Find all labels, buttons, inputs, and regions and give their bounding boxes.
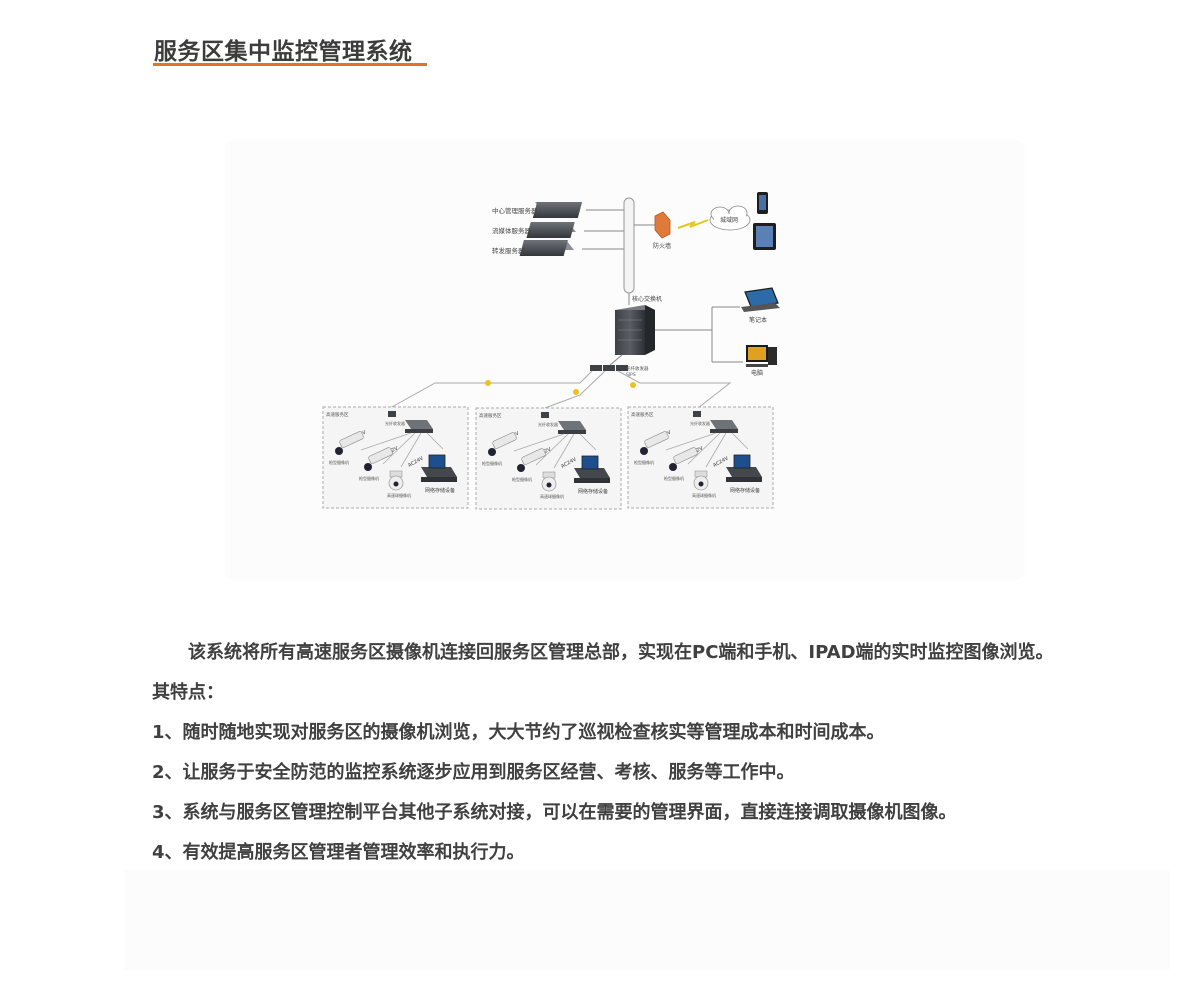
gun-camera-icon: [488, 432, 517, 456]
title-underline: [153, 63, 427, 66]
svg-text:枪型摄像机: 枪型摄像机: [359, 475, 379, 481]
dome-camera-icon: [541, 471, 557, 492]
laptop-label: 笔记本: [749, 316, 767, 324]
gun-camera-icon: [669, 447, 698, 471]
cloud-icon: [709, 205, 751, 231]
dome-camera-icon: [388, 470, 404, 491]
uplink-note: 光纤收发器: [626, 365, 649, 372]
firewall-icon: [654, 211, 671, 239]
link-marker-3: [630, 382, 636, 388]
area-label: 高速服务区: [326, 411, 349, 418]
svg-text:枪型摄像机: 枪型摄像机: [329, 459, 349, 465]
fiber-label: 光纤收发器: [538, 421, 558, 427]
dome-camera-icon: [693, 470, 709, 491]
page-title: 服务区集中监控管理系统: [154, 39, 413, 65]
svg-text:网络存储设备: 网络存储设备: [425, 487, 455, 494]
gun-camera-icon: [640, 431, 669, 455]
svg-text:高速球摄像机: 高速球摄像机: [387, 492, 411, 498]
area-label: 高速服务区: [631, 411, 654, 418]
link-marker-1: [485, 380, 491, 386]
feature-item-1: 1、随时随地实现对服务区的摄像机浏览，大大节约了巡视检查核实等管理成本和时间成本…: [152, 722, 885, 743]
svg-text:枪型摄像机: 枪型摄像机: [634, 459, 654, 465]
nvr-icon: [726, 454, 762, 482]
faint-panel-bottom: [125, 870, 1170, 970]
server-label-3: 转发服务器: [492, 246, 525, 255]
pc-label: 电脑: [751, 369, 763, 377]
nvr-icon: [421, 454, 457, 482]
svg-text:枪型摄像机: 枪型摄像机: [482, 460, 502, 466]
network-diagram: 中心管理服务器 流媒体服务器 转发服务器 防火墙 城域网 核心交换机 笔记本: [322, 192, 780, 510]
area-label: 高速服务区: [479, 412, 502, 419]
server-group: [519, 202, 583, 256]
nvr-icon: [574, 455, 610, 483]
features-heading: 其特点：: [152, 682, 224, 703]
firewall-label: 防火墙: [653, 242, 671, 250]
core-switch-label: 核心交换机: [632, 295, 662, 303]
gun-camera-icon: [364, 447, 393, 471]
aggregation-switches: [590, 365, 628, 371]
service-area-2: 高速服务区 光纤收发器 DC12V DC12V AC24V 枪型摄像机 枪型摄像…: [475, 407, 622, 510]
backbone-bus: [623, 197, 635, 294]
feature-item-3: 3、系统与服务区管理控制平台其他子系统对接，可以在需要的管理界面，直接连接调取摄…: [152, 802, 957, 823]
svg-text:高速球摄像机: 高速球摄像机: [692, 492, 716, 498]
gun-camera-icon: [517, 448, 546, 472]
server-label-2: 流媒体服务器: [492, 226, 532, 235]
fiber-label: 光纤收发器: [690, 420, 710, 426]
laptop-icon: [741, 287, 780, 312]
cloud-label: 城域网: [720, 216, 738, 224]
server-label-1: 中心管理服务器: [492, 206, 538, 215]
svg-text:枪型摄像机: 枪型摄像机: [664, 475, 684, 481]
service-area-3: 高速服务区 光纤收发器 DC12V DC12V AC24V 枪型摄像机 枪型摄像…: [627, 406, 774, 509]
svg-text:SJPS: SJPS: [626, 372, 636, 378]
service-area-1: 高速服务区 光纤收发器 DC12V DC12V AC24V 枪型摄像机 枪型摄像…: [322, 406, 469, 509]
feature-item-4: 4、有效提高服务区管理者管理效率和执行力。: [152, 842, 525, 863]
core-switch-icon: [615, 310, 645, 355]
svg-text:高速球摄像机: 高速球摄像机: [540, 493, 564, 499]
svg-text:网络存储设备: 网络存储设备: [730, 487, 760, 494]
fiber-label: 光纤收发器: [385, 420, 405, 426]
feature-item-2: 2、让服务于安全防范的监控系统逐步应用到服务区经营、考核、服务等工作中。: [152, 762, 795, 783]
intro-paragraph: 该系统将所有高速服务区摄像机连接回服务区管理总部，实现在PC端和手机、IPAD端…: [188, 642, 1054, 663]
gun-camera-icon: [335, 431, 364, 455]
link-marker-2: [573, 389, 579, 395]
svg-text:网络存储设备: 网络存储设备: [578, 488, 608, 495]
pc-icon: [746, 345, 777, 367]
lightning-icon: [677, 219, 709, 229]
svg-text:枪型摄像机: 枪型摄像机: [512, 476, 532, 482]
